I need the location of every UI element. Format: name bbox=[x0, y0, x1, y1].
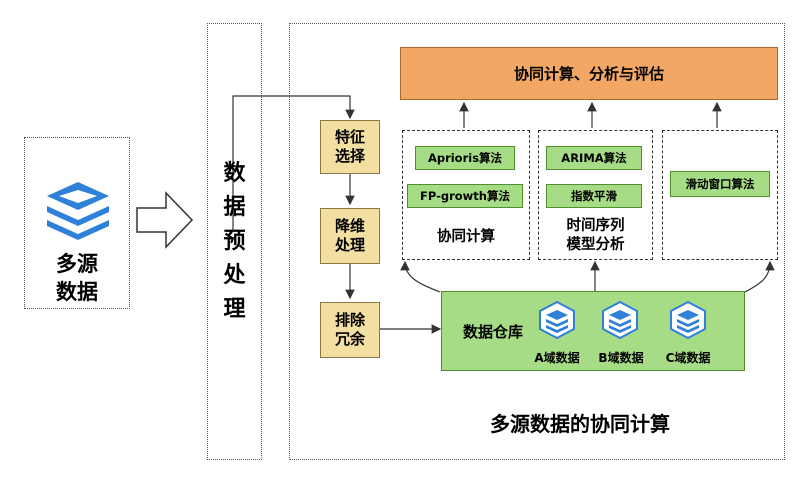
domain-b-label: B域数据 bbox=[598, 350, 644, 365]
algo-fp-growth: FP-growth算法 bbox=[407, 184, 523, 208]
source-data-label: 多源 数据 bbox=[56, 252, 98, 304]
preprocess-box: 数 据 预 处 理 bbox=[207, 23, 262, 460]
top-evaluation-box: 协同计算、分析与评估 bbox=[400, 47, 778, 100]
step-dimension-reduction: 降维 处理 bbox=[320, 208, 380, 264]
group-caption-timeseries: 时间序列 模型分析 bbox=[566, 218, 625, 253]
layered-stack-icon bbox=[47, 182, 109, 240]
algo-exponential-smoothing: 指数平滑 bbox=[546, 184, 642, 208]
domain-c-database-icon bbox=[670, 300, 706, 340]
step-exclude-redundancy: 排除 冗余 bbox=[320, 302, 380, 358]
domain-c-label: C域数据 bbox=[665, 350, 711, 365]
algo-sliding-window: 滑动窗口算法 bbox=[670, 171, 770, 197]
data-warehouse: 数据仓库 A域数据 B域数据 C域数据 bbox=[441, 291, 745, 371]
collaborative-computing-container bbox=[289, 23, 785, 460]
algo-aprioris: Aprioris算法 bbox=[415, 146, 515, 170]
step-feature-selection: 特征 选择 bbox=[320, 120, 380, 174]
domain-a-database-icon bbox=[539, 300, 575, 340]
algorithm-group-timeseries bbox=[538, 130, 653, 260]
data-warehouse-label: 数据仓库 bbox=[462, 322, 523, 341]
hollow-arrow-icon bbox=[136, 191, 194, 249]
diagram-title: 多源数据的协同计算 bbox=[490, 411, 670, 436]
group-caption-collaborative: 协同计算 bbox=[437, 228, 495, 245]
domain-b-database-icon bbox=[602, 300, 638, 340]
source-data-box: 多源 数据 bbox=[24, 137, 130, 309]
algorithm-group-sliding-window bbox=[662, 130, 778, 260]
domain-a-label: A域数据 bbox=[534, 350, 580, 365]
algorithm-group-collaborative bbox=[402, 130, 530, 260]
algo-arima: ARIMA算法 bbox=[546, 146, 642, 170]
